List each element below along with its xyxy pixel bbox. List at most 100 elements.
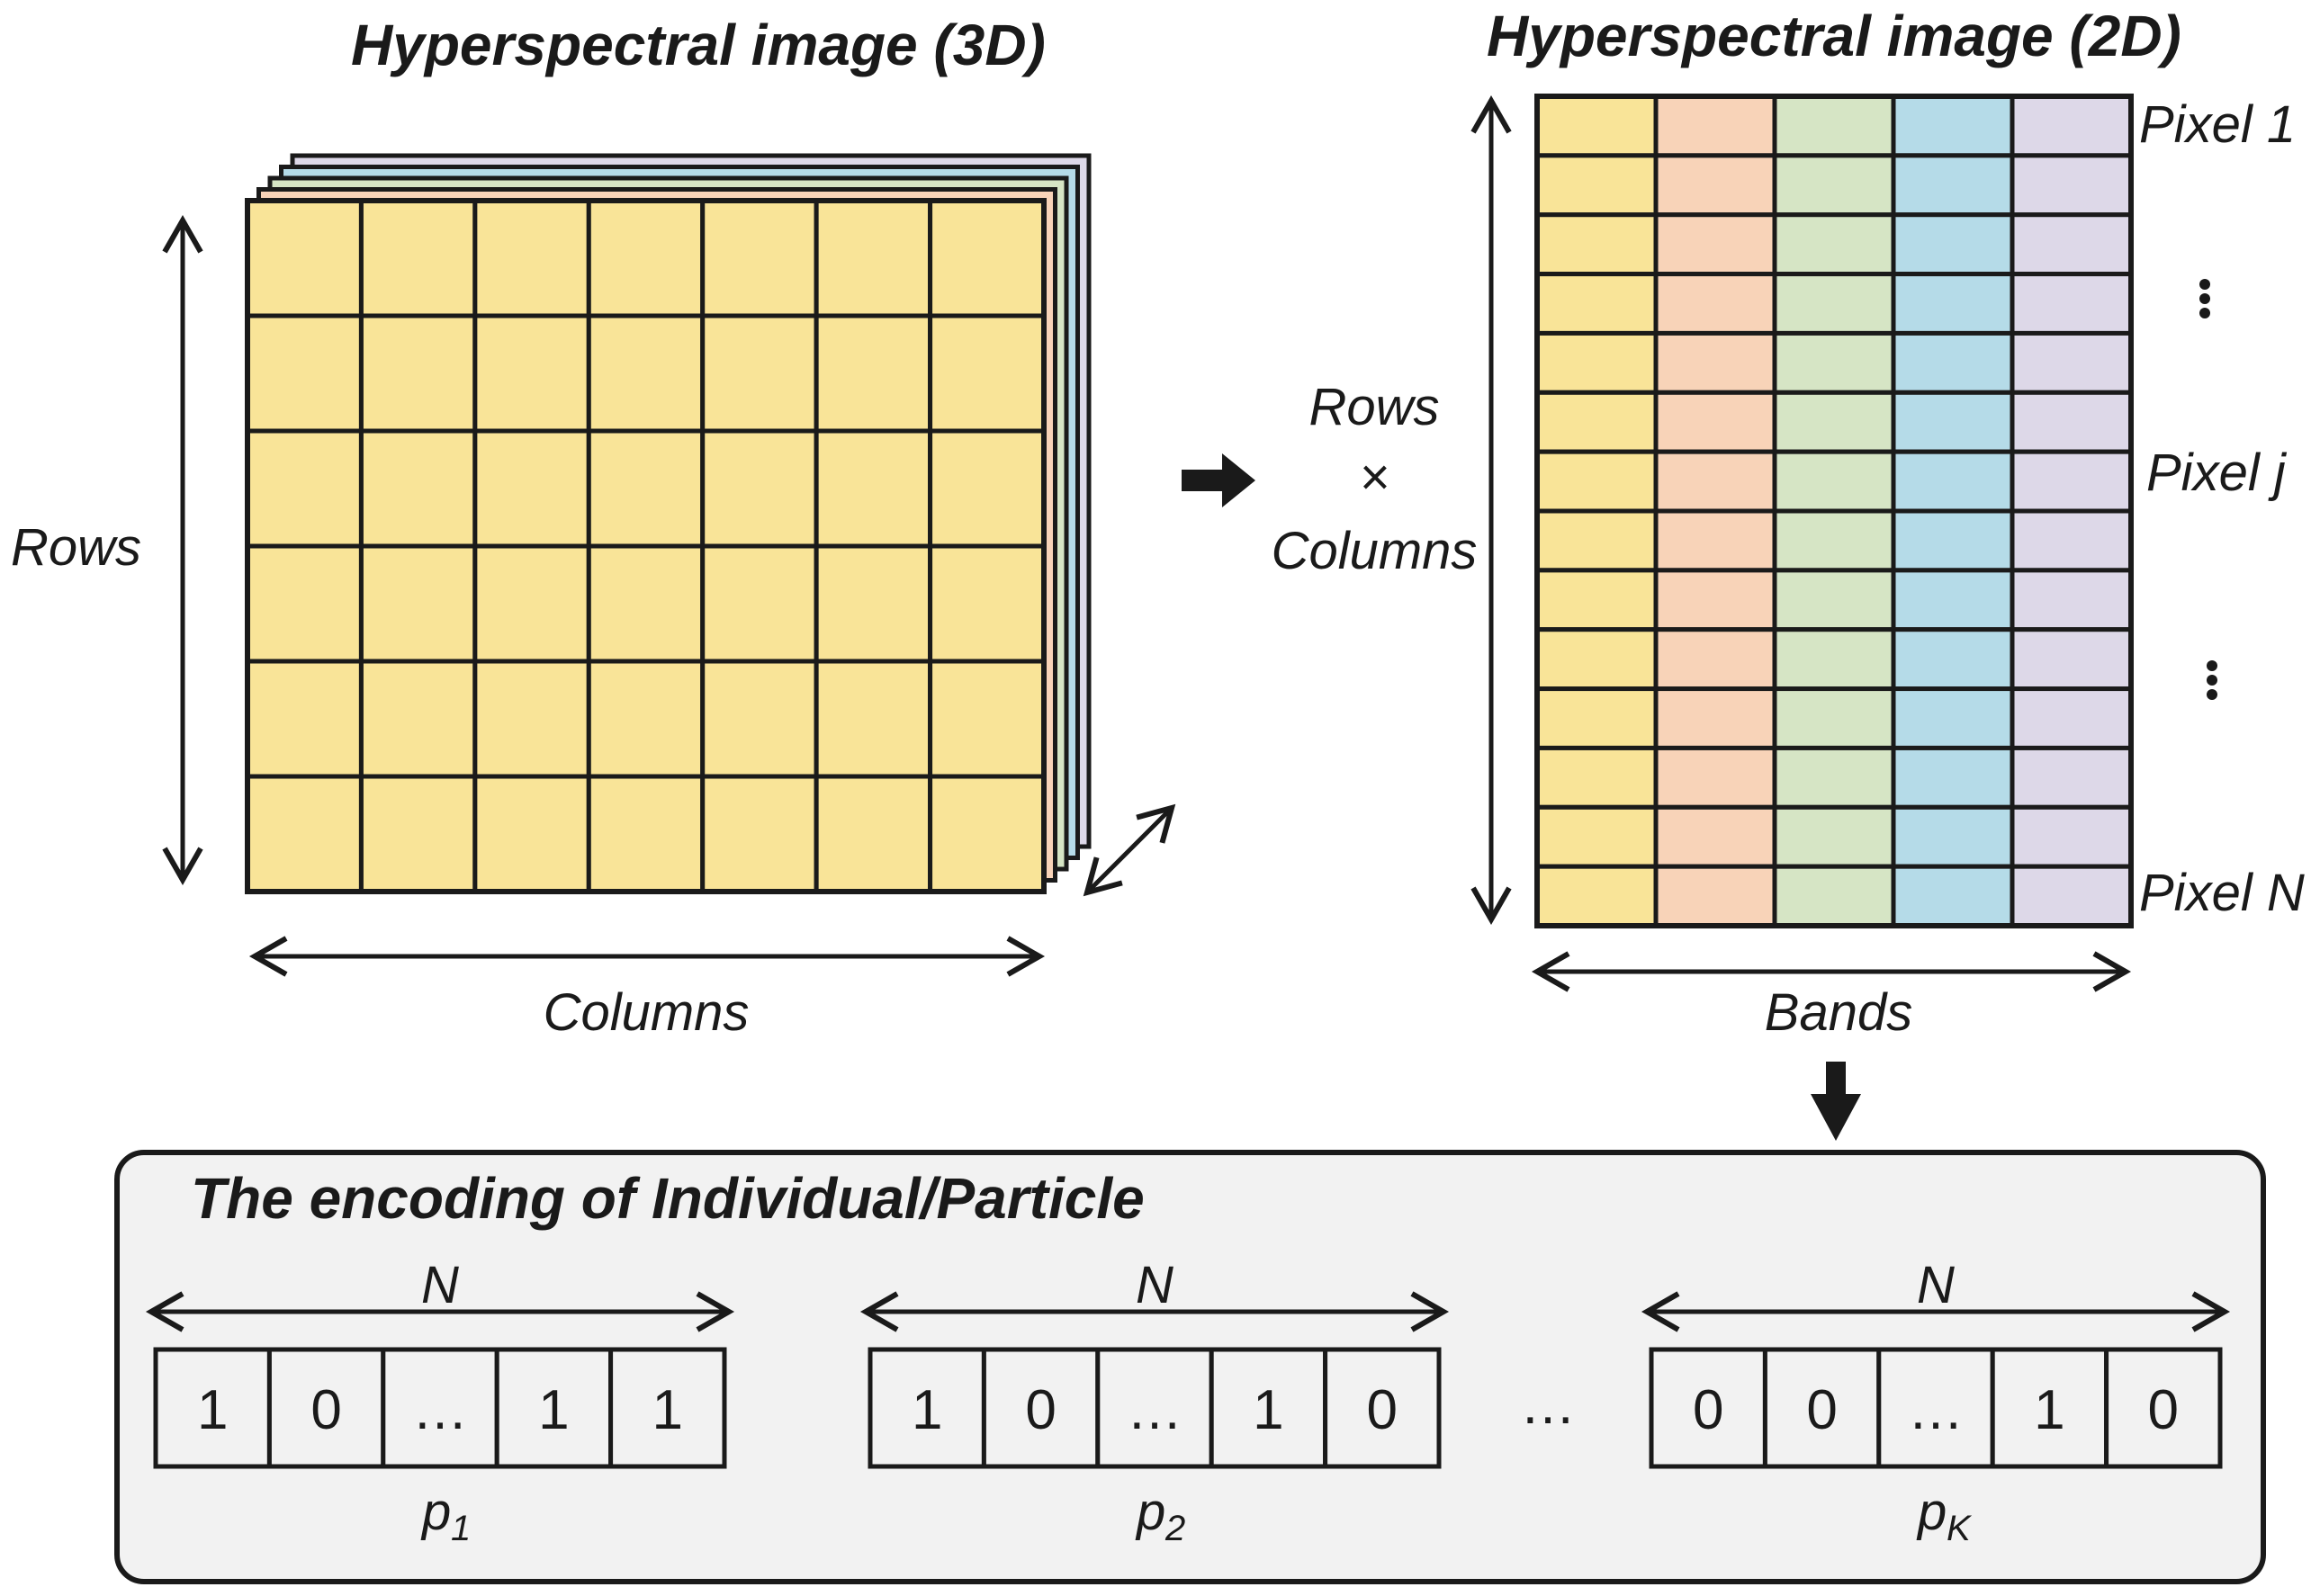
image2d-cell (2010, 864, 2134, 928)
image2d-cell (1653, 272, 1777, 336)
image3d-cell (586, 313, 706, 434)
image2d-cell (2010, 686, 2134, 750)
image2d-bands-label: Bands (1765, 983, 1912, 1042)
image3d-cell (814, 774, 933, 894)
image2d-cell (1891, 804, 2015, 869)
particle-bit-cell (153, 1347, 272, 1469)
particle-name: p (420, 1483, 451, 1541)
image3d-cell (700, 543, 819, 664)
image3d-cell (586, 198, 706, 318)
image2d-cell (1653, 804, 1777, 869)
particle-bit-value: 1 (2034, 1379, 2064, 1441)
image2d-cell (1891, 745, 2015, 810)
particle-bit-cell (381, 1347, 499, 1469)
image2d-cell (1653, 212, 1777, 277)
encoding-title: The encoding of Individual/Particle (191, 1166, 1145, 1231)
image2d-cell (1891, 686, 2015, 750)
reshape-arrow (1182, 453, 1255, 507)
particle-bit-cell (868, 1347, 986, 1469)
particle-length-label: N (421, 1256, 459, 1314)
image2d-cell (2010, 212, 2134, 277)
image2d-cell (1891, 449, 2015, 514)
image2d-cell (1891, 153, 2015, 218)
image3d-cell (814, 543, 933, 664)
image2d-cell (2010, 390, 2134, 454)
image2d-cell (1891, 272, 2015, 336)
particle-length-label: N (1136, 1256, 1173, 1314)
image3d-front-grid (245, 198, 1047, 894)
pixel-label-middle: Pixel j (2146, 444, 2288, 502)
image2d-cell (1891, 390, 2015, 454)
particle-bit-cell (266, 1347, 386, 1469)
image3d-cell (472, 198, 591, 318)
image2d-cell (1653, 745, 1777, 810)
image2d-cell (1534, 94, 1659, 158)
image3d-cell (472, 659, 591, 779)
image2d-cell (1653, 153, 1777, 218)
image2d-cell (1653, 568, 1777, 632)
particle-bit-value: 0 (2148, 1379, 2179, 1441)
image2d-cell (1534, 627, 1659, 692)
image2d-cell (1534, 745, 1659, 810)
image3d-cell (928, 659, 1047, 779)
image3d-cell (358, 659, 478, 779)
pixel-ellipsis-upper-icon (2199, 279, 2210, 318)
image2d-cell (2010, 153, 2134, 218)
image2d-cell (1891, 508, 2015, 573)
image3d-cell (586, 659, 706, 779)
image2d-cell (1653, 864, 1777, 928)
particle-bit-value: 0 (310, 1379, 341, 1441)
image2d-cell (1653, 627, 1777, 692)
image2d-cell (2010, 449, 2134, 514)
image3d-cell (472, 428, 591, 549)
particle-bit-value: … (1908, 1379, 1964, 1441)
particle-gap-ellipsis: … (1520, 1374, 1576, 1436)
image2d-cell (1772, 627, 1896, 692)
image2d-cell (2010, 330, 2134, 395)
image2d-cell (1653, 686, 1777, 750)
image2d-cell (1534, 330, 1659, 395)
particle-subscript: 2 (1164, 1509, 1185, 1548)
image3d-cell (700, 198, 819, 318)
image3d-cell (358, 774, 478, 894)
particle-bit-value: … (412, 1379, 468, 1441)
particle-bit-cell (1876, 1347, 1995, 1469)
image3d-cell (586, 774, 706, 894)
pixel-label-last: Pixel N (2139, 864, 2305, 922)
particle-bit-value: 1 (652, 1379, 683, 1441)
particle-subscript: 1 (451, 1509, 471, 1548)
image2d-cell (1772, 330, 1896, 395)
particle-name: p (1135, 1483, 1165, 1541)
image3d-cell (928, 774, 1047, 894)
particle-bit-value: 0 (1025, 1379, 1056, 1441)
particle-bit-cell (608, 1347, 727, 1469)
image3d-cell (700, 659, 819, 779)
image3d-rows-label: Rows (11, 518, 141, 577)
image2d-border (1534, 94, 2134, 928)
image3d-cell (700, 428, 819, 549)
image2d-cell (1772, 153, 1896, 218)
particle-bit-value: 0 (1693, 1379, 1723, 1441)
particle-subscript: K (1947, 1509, 1973, 1548)
image2d-cell (1891, 212, 2015, 277)
image2d-cell (1891, 94, 2015, 158)
image3d-cell (700, 313, 819, 434)
image3d-cell (358, 428, 478, 549)
encoding-arrow (1811, 1062, 1861, 1141)
image3d-cell (814, 198, 933, 318)
particle-bit-value: 0 (1367, 1379, 1398, 1441)
image3d-bands-depth-arrow (1083, 803, 1176, 897)
image2d-cell (2010, 94, 2134, 158)
image2d-cell (2010, 627, 2134, 692)
image3d-cell (472, 543, 591, 664)
image2d-pixel-band-grid (1534, 94, 2134, 928)
particle-name: p (1916, 1483, 1947, 1541)
image2d-cell (2010, 508, 2134, 573)
image2d-cell (1534, 864, 1659, 928)
image2d-cell (1534, 390, 1659, 454)
image2d-cell (1653, 508, 1777, 573)
